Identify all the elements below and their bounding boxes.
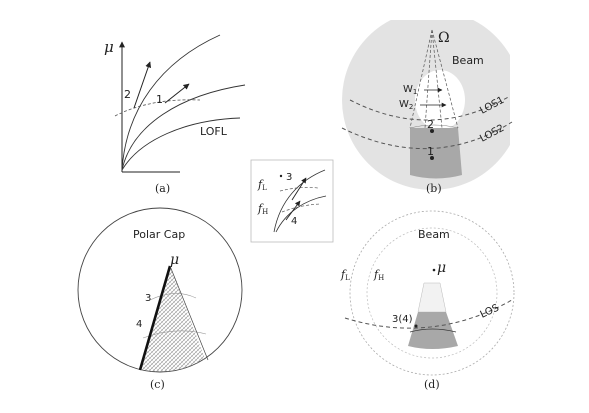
panel-d-los-arc — [344, 299, 513, 329]
panel-b-cone-top — [409, 124, 459, 129]
panel-a: μ 2 1 LOFL (a) — [104, 34, 246, 195]
panel-b-label-w2: W2 — [399, 99, 413, 111]
panel-d-label-mu: μ — [437, 260, 446, 276]
panel-a-field-line-mid — [121, 84, 246, 171]
panel-a-dashed-arc — [114, 99, 201, 117]
panel-d-cone-light — [417, 282, 447, 313]
panel-d-cone-dark — [408, 312, 458, 349]
panel-b-label-beam: Beam — [452, 54, 484, 67]
panel-d-label-34: 3(4) — [392, 314, 413, 325]
panel-a-field-line-outer — [121, 34, 221, 171]
panel-b-beam-hole — [415, 70, 465, 130]
inset-label-fl: fL — [257, 178, 267, 192]
panel-b-point-2 — [430, 129, 434, 133]
panel-b-emission-cone — [410, 128, 462, 179]
panel-d-label-fh: fH — [373, 268, 384, 282]
panel-a-arrow-1 — [164, 83, 190, 104]
inset-field-line-upper — [273, 169, 326, 233]
panel-c-label-4: 4 — [136, 319, 142, 330]
panel-a-label-lofl: LOFL — [200, 125, 228, 138]
panel-a-label-1: 1 — [156, 93, 163, 106]
panel-d-inner-dashed-circle — [366, 227, 498, 359]
panel-a-arrow-2 — [133, 61, 152, 109]
panel-b-los2-arc — [341, 121, 513, 149]
panel-b-label-w1: W1 — [403, 84, 417, 96]
panel-d-label-los: LOS — [479, 303, 501, 321]
inset-arrow-3 — [291, 177, 307, 201]
panel-d-outer-dashed-circle — [349, 210, 515, 376]
panel-a-caption: (a) — [155, 182, 170, 195]
panel-b-ray-left-outer — [409, 29, 433, 129]
panel-inset: fL fH 3 4 — [250, 159, 334, 243]
inset-field-line-lower — [275, 195, 327, 233]
inset-point — [279, 174, 283, 178]
panel-c-label-3: 3 — [145, 293, 151, 304]
panel-b-caption: (b) — [426, 182, 442, 195]
panel-c: Polar Cap μ 3 4 (c) — [77, 207, 243, 391]
panel-b-ray-right-inner — [431, 29, 443, 129]
inset-frame — [250, 159, 334, 243]
panel-c-light-arc-top — [149, 293, 197, 301]
panel-c-label-polar-cap: Polar Cap — [133, 228, 185, 241]
panel-d-label-fl: fL — [340, 268, 350, 282]
panel-c-caption: (c) — [150, 378, 165, 391]
panel-b-los1-arc — [349, 95, 511, 121]
panel-b-label-1: 1 — [427, 145, 434, 158]
inset-arrow-4 — [285, 200, 301, 221]
panel-c-thin-ray — [169, 265, 209, 361]
panel-b-point-1 — [430, 156, 434, 160]
panel-a-axis-label: μ — [104, 38, 114, 56]
panel-d-mu-point — [432, 268, 436, 272]
panel-d-caption: (d) — [424, 378, 440, 391]
panel-a-label-2: 2 — [124, 88, 131, 101]
panel-d-cone-arc — [409, 328, 457, 333]
inset-dashed-arc-fl — [279, 187, 319, 192]
inset-label-3: 3 — [286, 172, 292, 183]
panel-c-hatched-cone — [140, 266, 210, 372]
inset-label-fh: fH — [257, 202, 268, 216]
inset-label-4: 4 — [291, 216, 297, 227]
panel-b-ray-left-inner — [424, 29, 433, 129]
inset-dashed-arc-fh — [281, 203, 321, 213]
panel-b-label-2: 2 — [427, 118, 434, 131]
panel-c-thick-ray — [138, 265, 172, 371]
panel-b: Ω Beam W1 W2 LOS1 LOS2 2 1 (b) — [341, 20, 513, 195]
panel-d-label-beam: Beam — [418, 228, 450, 241]
panel-d-point — [414, 324, 418, 328]
panel-d: Beam fL fH μ 3(4) LOS (d) — [340, 210, 515, 391]
panel-b-label-omega: Ω — [438, 30, 450, 46]
panel-c-label-mu: μ — [170, 252, 179, 268]
panel-b-ray-right-outer — [431, 29, 459, 129]
panel-a-field-line-inner — [121, 117, 241, 171]
